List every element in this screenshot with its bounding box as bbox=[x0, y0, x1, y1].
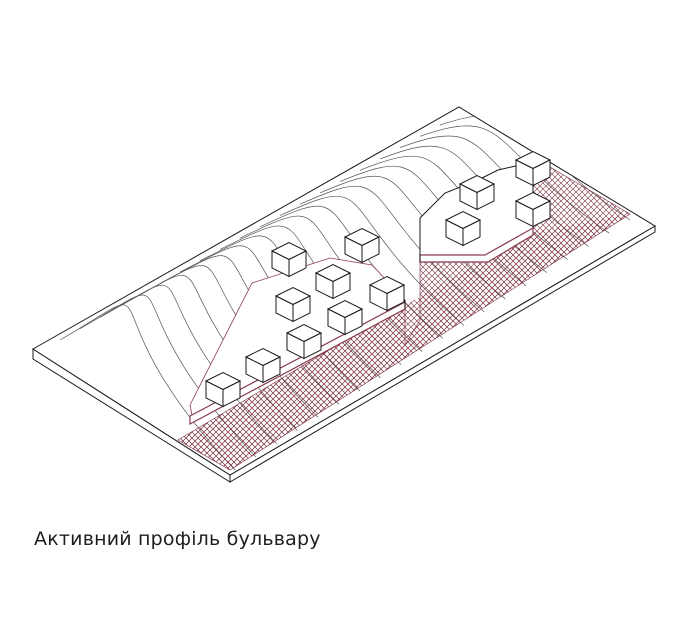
building-cube-face bbox=[288, 250, 307, 278]
building-cube-face bbox=[332, 272, 351, 300]
building-cube-face bbox=[386, 284, 405, 312]
building-cube-face bbox=[476, 183, 495, 211]
building-cube-face bbox=[532, 200, 551, 228]
contour-line bbox=[59, 304, 236, 471]
building-cube-face bbox=[361, 236, 380, 264]
buildings bbox=[204, 150, 552, 408]
boulevard-hatched-zone-fill bbox=[178, 214, 630, 470]
contour-line bbox=[279, 195, 464, 326]
building-cube-face bbox=[292, 295, 311, 323]
isometric-site-diagram bbox=[32, 106, 656, 483]
building-cube-face bbox=[222, 380, 241, 408]
building-cube-face bbox=[262, 356, 281, 384]
building-cube-face bbox=[344, 308, 363, 336]
diagram-caption: Активний профіль бульвару bbox=[34, 528, 321, 550]
building-cube-face bbox=[462, 219, 481, 247]
building-cube-face bbox=[303, 332, 322, 360]
building-cube-face bbox=[532, 159, 551, 187]
